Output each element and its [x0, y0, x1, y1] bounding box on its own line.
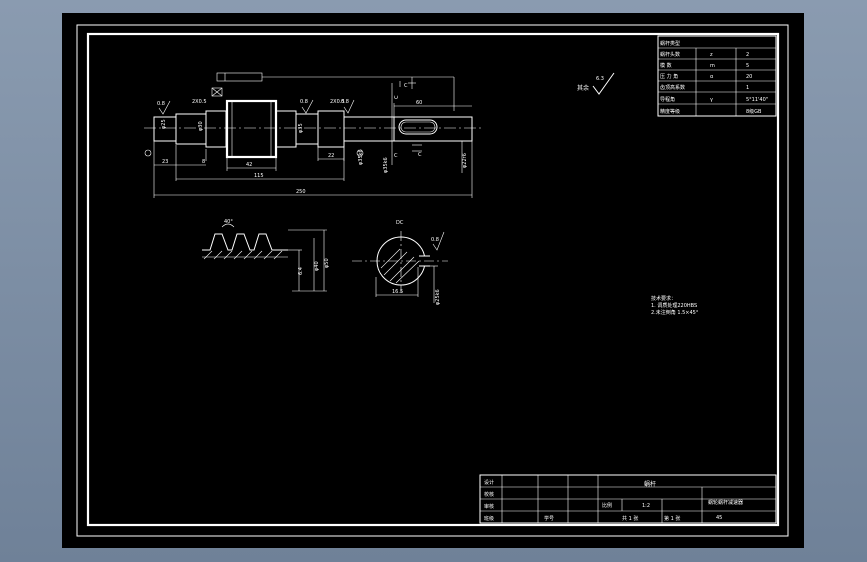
tech-heading: 技术要求：	[651, 295, 676, 302]
params-cell-0-0: 蜗杆类型	[660, 40, 680, 47]
dim-23: 23	[162, 159, 168, 165]
svg-text:φ35k6: φ35k6	[383, 157, 389, 173]
ch-tol-right: 2X0.5	[330, 99, 345, 105]
angle-mark: 40°	[224, 219, 233, 225]
tech-requirements: 技术要求： 1. 调质处理220HBS 2.未注倒角 1.5×45°	[651, 295, 699, 316]
params-cell-2-1: m	[710, 63, 715, 69]
dim-60: 60	[416, 100, 422, 106]
inner-frame	[86, 32, 780, 527]
params-cell-5-2: 5°11'40"	[746, 97, 768, 103]
tech-line-2: 2.未注倒角 1.5×45°	[651, 309, 699, 316]
svg-text:φ25: φ25	[161, 119, 167, 129]
roughness-note-value: 6.3	[596, 76, 604, 82]
section-note: DC	[396, 220, 404, 226]
params-cell-5-1: γ	[710, 97, 713, 103]
shaft-main-view: C C 0.8 2X0.5 2X0.5 0.8 0.8 φ30 φ35 φ25 …	[144, 72, 482, 198]
svg-text:C: C	[418, 152, 422, 158]
params-cell-3-0: 压 力 角	[660, 73, 678, 80]
dim-overall: 250	[296, 189, 306, 195]
svg-text:φ50: φ50	[324, 258, 330, 268]
ra-left: 0.8	[157, 101, 165, 107]
svg-text:φ22r6: φ22r6	[462, 153, 468, 168]
params-cell-1-0: 蜗杆头数	[660, 51, 680, 58]
tech-line-1: 1. 调质处理220HBS	[651, 302, 697, 309]
tb-label-class: 班级	[484, 515, 494, 522]
svg-text:C: C	[394, 95, 400, 99]
params-cell-5-0: 导程角	[660, 96, 675, 103]
dim-8: 8	[202, 159, 205, 165]
params-cell-1-2: 2	[746, 52, 749, 58]
tb-scale-value: 1:2	[642, 503, 650, 509]
params-cell-6-0: 精度等级	[660, 108, 680, 115]
outer-frame	[76, 24, 789, 537]
roughness-note: 其余 6.3	[577, 72, 615, 95]
title-block: 设计 校核 审核 班级 学号 蜗杆 比例 1:2 蜗轮蜗杆减速器 共 1 张 第…	[479, 474, 777, 524]
tb-label-review: 审核	[484, 503, 494, 510]
ch-tol-left: 2X0.5	[192, 99, 207, 105]
cad-viewport[interactable]: 蜗杆类型蜗杆头数 z 2 模 数 m 5 压 力 角 α 20 齿顶高系数 1 导程角 γ 5°11'40…	[62, 13, 804, 548]
params-cell-3-2: 20	[746, 74, 752, 80]
tb-part-name: 蜗杆	[644, 480, 656, 488]
dim-22: 22	[328, 153, 334, 159]
svg-text:C: C	[404, 83, 408, 89]
svg-text:φ25k6: φ25k6	[435, 289, 441, 305]
tb-xuehao: 学号	[544, 515, 554, 522]
section-view: DC 16.5 φ25k6 0.8	[352, 220, 448, 305]
ra-right: 0.8	[341, 99, 349, 105]
tooth-profile-detail: 40° 6.4 φ40 φ50	[202, 219, 330, 292]
tb-drawing-title: 蜗轮蜗杆减速器	[708, 499, 743, 506]
params-cell-1-1: z	[710, 52, 713, 58]
svg-text:φ35k6: φ35k6	[358, 149, 364, 165]
tb-scale-label: 比例	[602, 502, 612, 509]
roughness-note-text: 其余	[577, 84, 589, 92]
section-rough: 0.8	[431, 237, 439, 243]
svg-text:C: C	[394, 153, 398, 159]
svg-text:6.4: 6.4	[298, 267, 304, 275]
params-cell-4-2: 1	[746, 85, 749, 91]
tb-sheet-num: 第 1 张	[664, 515, 680, 522]
dim-42: 42	[246, 162, 252, 168]
dim-115: 115	[254, 173, 264, 179]
params-cell-6-2: 8级GB	[746, 108, 762, 115]
params-cell-2-0: 模 数	[660, 62, 672, 69]
tb-sheet-total: 共 1 张	[622, 515, 638, 522]
params-cell-3-1: α	[710, 74, 714, 80]
svg-text:φ40: φ40	[314, 261, 320, 271]
svg-text:φ35: φ35	[298, 123, 304, 133]
tb-material: 45	[716, 515, 722, 521]
params-cell-2-2: 5	[746, 63, 749, 69]
ra-mid: 0.8	[300, 99, 308, 105]
params-cell-4-0: 齿顶高系数	[660, 84, 685, 91]
tb-label-check: 校核	[484, 491, 494, 498]
tb-label-design: 设计	[484, 479, 494, 486]
section-dim: 16.5	[392, 289, 403, 295]
svg-text:φ30: φ30	[198, 121, 204, 131]
